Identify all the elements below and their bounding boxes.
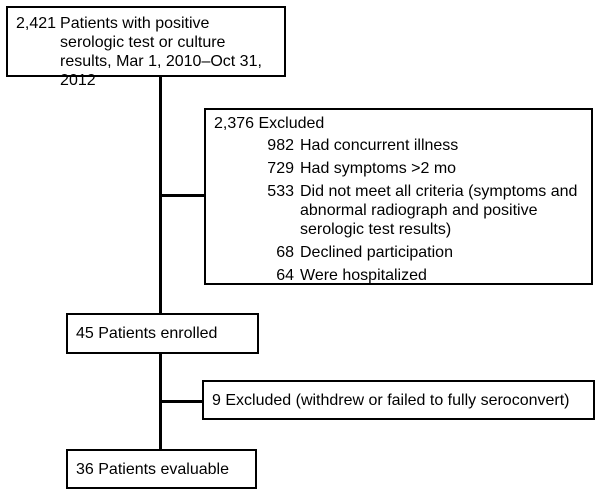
reason-text: Were hospitalized	[300, 267, 427, 284]
connector-to-excluded-2	[159, 400, 203, 403]
excluded-second-box: 9 Excluded (withdrew or failed to fully …	[202, 380, 595, 420]
reason-text: Did not meet all criteria (symptoms and …	[300, 183, 578, 238]
exclusion-reason: 68 Declined participation	[214, 243, 583, 262]
excluded-first-box: 2,376 Excluded 982 Had concurrent illnes…	[204, 108, 593, 285]
excluded-first-header: 2,376 Excluded	[214, 115, 325, 132]
exclusion-reasons-list: 982 Had concurrent illness 729 Had sympt…	[214, 136, 583, 285]
reason-text: Had concurrent illness	[300, 137, 459, 154]
evaluable-text: 36 Patients evaluable	[76, 461, 229, 478]
initial-patients-box: 2,421 Patients with positive serologic t…	[6, 6, 286, 89]
connector-to-excluded-1	[159, 194, 205, 197]
exclusion-reason: 533 Did not meet all criteria (symptoms …	[214, 182, 583, 239]
enrolled-box: 45 Patients enrolled	[66, 313, 259, 354]
reason-text: Had symptoms >2 mo	[300, 160, 457, 177]
initial-description: Patients with positive serologic test or…	[60, 15, 262, 89]
evaluable-box: 36 Patients evaluable	[66, 449, 257, 489]
enrolled-text: 45 Patients enrolled	[76, 325, 218, 342]
exclusion-reason: 982 Had concurrent illness	[214, 136, 583, 155]
exclusion-reason: 729 Had symptoms >2 mo	[214, 159, 583, 178]
reason-count: 729	[267, 160, 294, 177]
reason-text: Declined participation	[300, 244, 453, 261]
excluded-second-text: 9 Excluded (withdrew or failed to fully …	[212, 392, 570, 409]
reason-count: 982	[267, 137, 294, 154]
reason-count: 64	[276, 267, 294, 284]
reason-count: 68	[276, 244, 294, 261]
initial-count: 2,421	[16, 15, 57, 32]
exclusion-reason: 64 Were hospitalized	[214, 266, 583, 285]
reason-count: 533	[267, 183, 294, 200]
